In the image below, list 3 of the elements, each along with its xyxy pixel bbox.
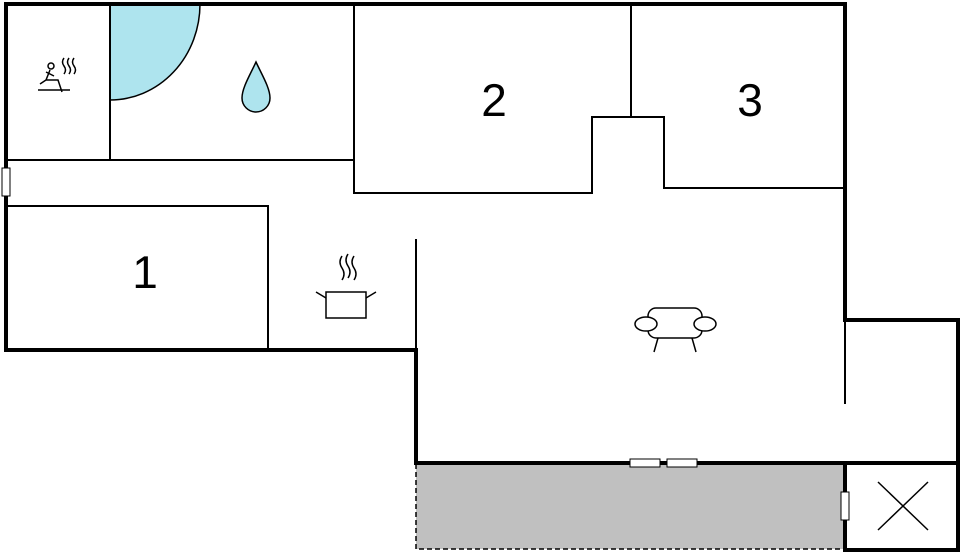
room-number: 1 xyxy=(132,249,158,295)
room-number: 3 xyxy=(737,77,763,123)
room-number: 2 xyxy=(481,77,507,123)
